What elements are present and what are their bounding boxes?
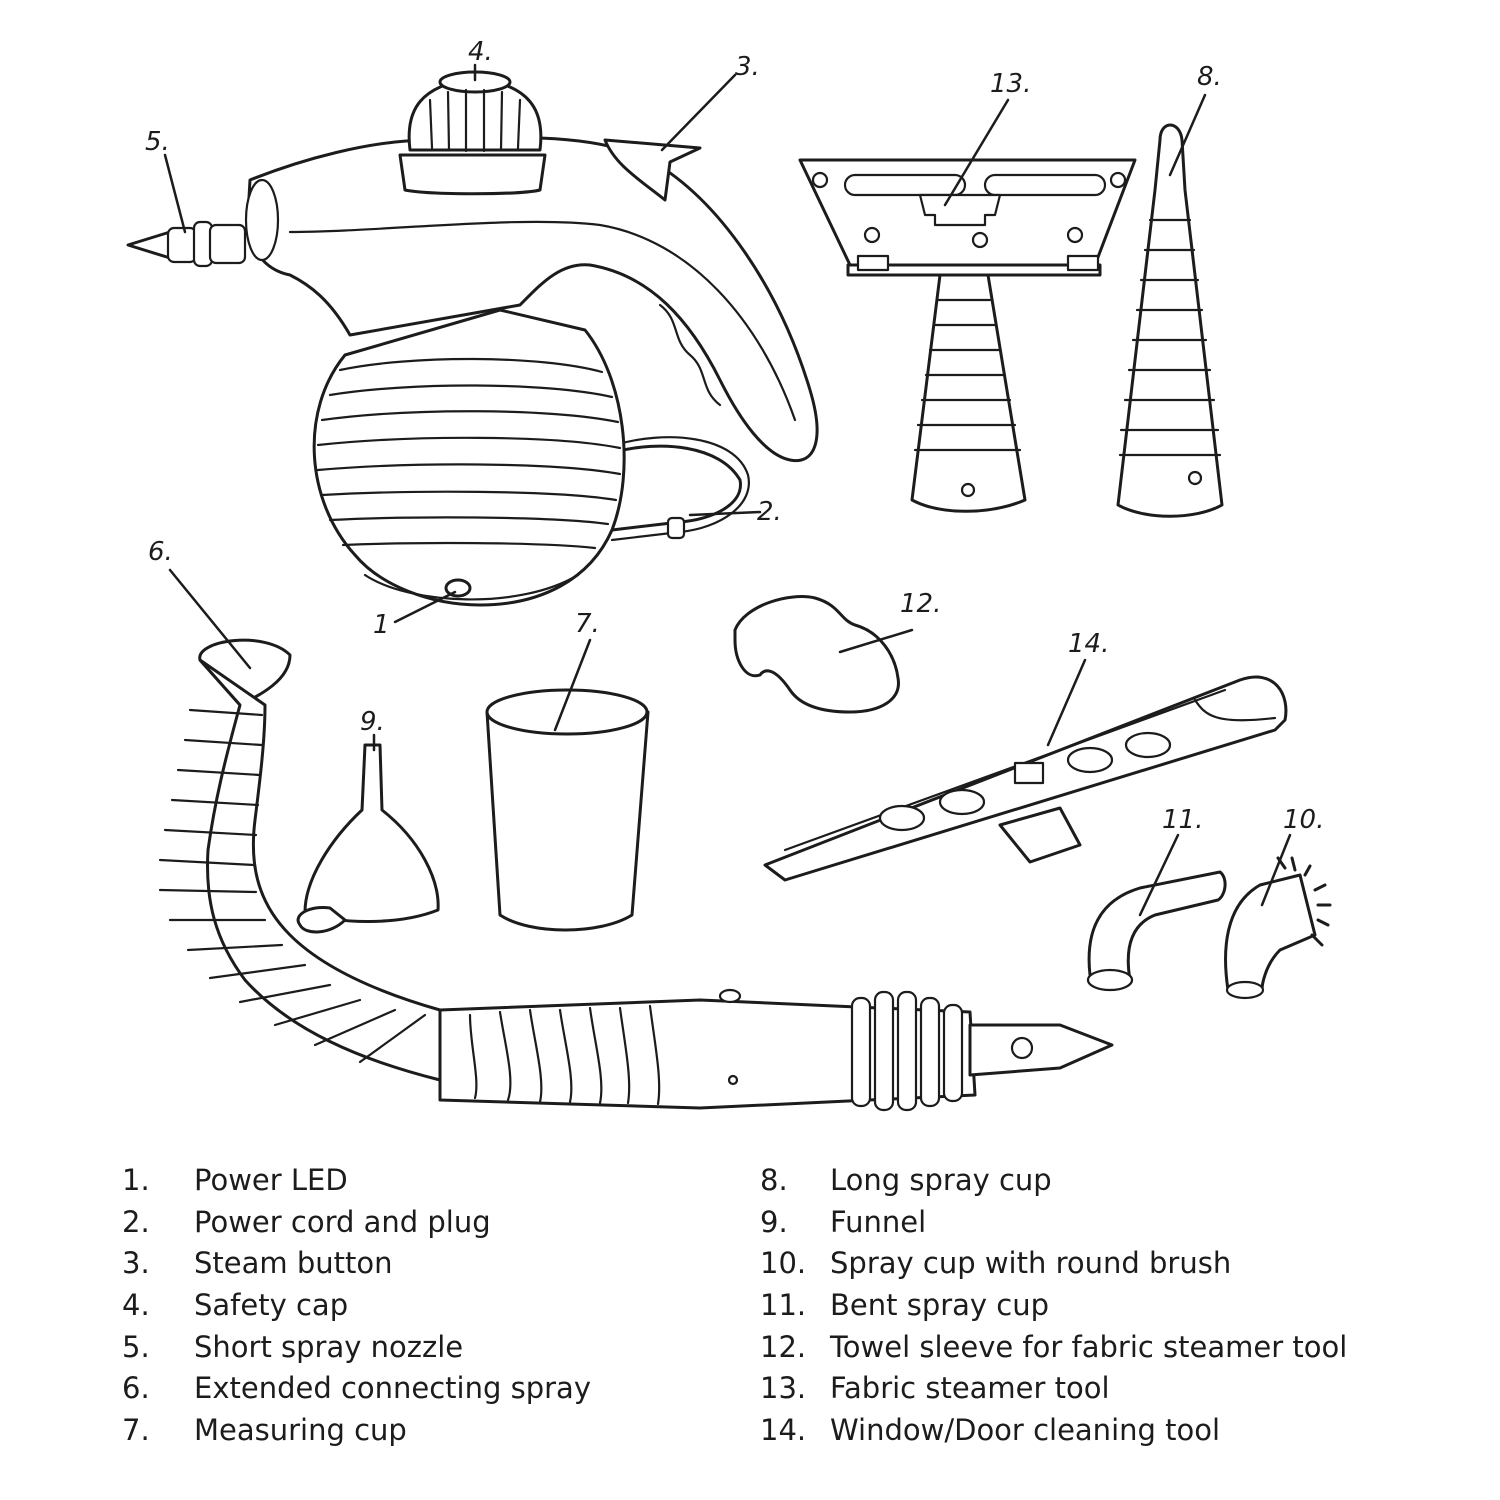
callout-13: 13. (990, 69, 1031, 99)
legend-item: 10. Spray cup with round brush (760, 1243, 1460, 1285)
legend-label: Towel sleeve for fabric steamer tool (830, 1329, 1348, 1364)
legend-item: 2. Power cord and plug (122, 1202, 682, 1244)
legend-label: Short spray nozzle (194, 1329, 464, 1364)
legend-item: 12. Towel sleeve for fabric steamer tool (760, 1327, 1460, 1369)
short-nozzle-drawing (126, 230, 172, 260)
legend-item: 3. Steam button (122, 1243, 682, 1285)
legend-label: Extended connecting spray (194, 1371, 591, 1406)
legend-label: Spray cup with round brush (830, 1246, 1232, 1281)
callout-1: 1 (373, 610, 390, 640)
legend-label: Power cord and plug (194, 1204, 491, 1239)
legend-number: 11. (760, 1288, 807, 1323)
legend-number: 13. (760, 1371, 807, 1406)
funnel-drawing (296, 743, 440, 934)
callout-7: 7. (575, 609, 600, 639)
round-brush-cup-drawing (1224, 856, 1332, 1000)
legend-left-column: 1. Power LED 2. Power cord and plug 3. Stea… (122, 1160, 682, 1452)
steamer-body (126, 70, 819, 607)
legend-item: 4. Safety cap (122, 1285, 682, 1327)
legend-number: 14. (760, 1413, 807, 1448)
callout-3: 3. (735, 52, 760, 82)
legend-label: Fabric steamer tool (830, 1371, 1110, 1406)
long-spray-cup-drawing (1116, 123, 1224, 518)
callout-12: 12. (900, 589, 941, 619)
callout-8: 8. (1197, 62, 1222, 92)
legend-number: 7. (122, 1413, 150, 1448)
bent-spray-cup-drawing (1087, 870, 1227, 982)
legend-label: Safety cap (194, 1288, 349, 1323)
legend-number: 2. (122, 1204, 150, 1239)
power-cord-drawing (610, 444, 742, 532)
legend-item: 11. Bent spray cup (760, 1285, 1460, 1327)
legend-number: 6. (122, 1371, 150, 1406)
legend-item: 6. Extended connecting spray (122, 1368, 682, 1410)
callout-11: 11. (1162, 805, 1203, 835)
legend-label: Window/Door cleaning tool (830, 1413, 1221, 1448)
callout-10: 10. (1283, 805, 1324, 835)
legend-item: 1. Power LED (122, 1160, 682, 1202)
legend-item: 14. Window/Door cleaning tool (760, 1410, 1460, 1452)
legend-label: Steam button (194, 1246, 393, 1281)
legend-item: 8. Long spray cup (760, 1160, 1460, 1202)
legend-number: 4. (122, 1288, 150, 1323)
legend-label: Measuring cup (194, 1413, 407, 1448)
legend-label: Funnel (830, 1204, 927, 1239)
measuring-cup-drawing (485, 688, 650, 932)
legend-number: 1. (122, 1163, 150, 1197)
legend-number: 8. (760, 1163, 788, 1197)
legend-label: Power LED (194, 1163, 348, 1197)
legend-label: Bent spray cup (830, 1288, 1050, 1323)
safety-cap-drawing (398, 153, 547, 196)
legend-number: 10. (760, 1246, 807, 1281)
legend-item: 7. Measuring cup (122, 1410, 682, 1452)
water-tank-drawing (312, 308, 626, 607)
legend-number: 12. (760, 1329, 807, 1364)
window-cleaning-tool-drawing (763, 675, 1288, 882)
callout-14: 14. (1068, 629, 1109, 659)
power-led-drawing (444, 578, 472, 598)
callout-5: 5. (145, 127, 170, 157)
callout-2: 2. (757, 497, 782, 527)
callout-6: 6. (148, 537, 173, 567)
callout-4: 4. (468, 37, 493, 67)
fabric-steamer-tool-drawing (798, 158, 1137, 513)
legend-item: 5. Short spray nozzle (122, 1327, 682, 1369)
legend-number: 9. (760, 1204, 788, 1239)
towel-sleeve-drawing (733, 595, 900, 714)
legend-label: Long spray cup (830, 1163, 1052, 1197)
legend-number: 3. (122, 1246, 150, 1281)
steam-button-drawing (603, 138, 702, 202)
leader-lines (163, 63, 1292, 917)
legend-right-column: 8. Long spray cup 9. Funnel 10. Spray cup w… (760, 1160, 1460, 1452)
legend-item: 13. Fabric steamer tool (760, 1368, 1460, 1410)
extension-hose-drawing (158, 638, 1114, 1112)
legend-number: 5. (122, 1329, 150, 1364)
callout-9: 9. (360, 707, 385, 737)
legend-item: 9. Funnel (760, 1202, 1460, 1244)
